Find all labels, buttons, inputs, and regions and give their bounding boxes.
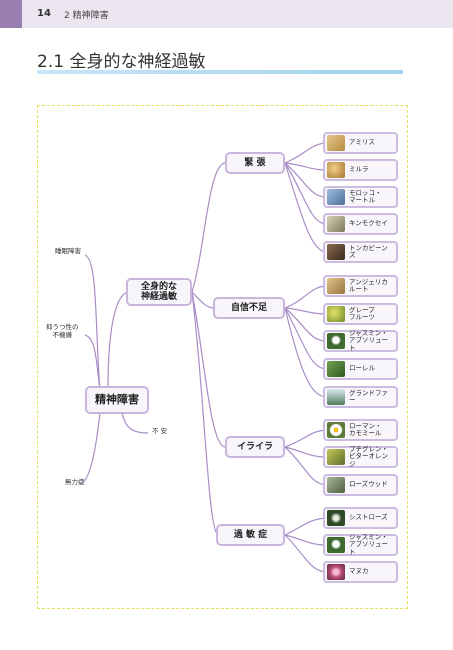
leaf-laurel: ローレル [323, 358, 398, 380]
angelica-root-photo [327, 278, 345, 294]
hub-node: 全身的な 神経過敏 [126, 278, 192, 306]
section-title: 2.1 全身的な神経過敏 [37, 52, 206, 72]
leaf-cistus: シストローズ [323, 507, 398, 529]
roman-chamomile-photo [327, 422, 345, 438]
leaf-grapefruit: グレープ フルーツ [323, 303, 398, 325]
tonka-beans-photo [327, 244, 345, 260]
manuka-photo [327, 564, 345, 580]
jasmine-photo [327, 333, 345, 349]
grand-fir-photo [327, 389, 345, 405]
leaf-moroccan-myrtle: モロッコ・ マートル [323, 186, 398, 208]
leaf-manuka: マヌカ [323, 561, 398, 583]
leaf-myrrh: ミルラ [323, 159, 398, 181]
leaf-amyris: アミリス [323, 132, 398, 154]
leaf-angelica-root: アンジェリカ ルート [323, 275, 398, 297]
leaf-petitgrain: プチグレン・ ビターオレンジ [323, 445, 398, 468]
side-item-sleep-disorder: 睡眠障害 [55, 247, 81, 255]
rosewood-photo [327, 477, 345, 493]
header-tab-marker [0, 0, 22, 28]
leaf-jasmine-absolute: ジャスミン・ アブソリュート [323, 329, 398, 352]
grapefruit-photo [327, 306, 345, 322]
page-header [0, 0, 453, 28]
branch-irritability: イライラ [225, 436, 285, 458]
side-item-asthenia: 無力症 [65, 478, 85, 486]
branch-hypersensitivity: 過 敏 症 [216, 524, 285, 546]
root-node: 精神障害 [85, 386, 149, 414]
branch-lack-of-confidence: 自信不足 [213, 297, 285, 319]
leaf-grand-fir: グランドファー [323, 386, 398, 408]
side-item-anxiety: 不 安 [152, 427, 168, 435]
chapter-heading: 2 精神障害 [64, 11, 109, 21]
cistus-photo [327, 510, 345, 526]
myrtle-photo [327, 189, 345, 205]
leaf-roman-chamomile: ローマン・ カモミール [323, 419, 398, 441]
side-item-depressive-mood: 抑うつ性の 不機嫌 [46, 323, 79, 339]
osmanthus-photo [327, 216, 345, 232]
leaf-rosewood: ローズウッド [323, 474, 398, 496]
leaf-osmanthus: キンモクセイ [323, 213, 398, 235]
myrrh-photo [327, 162, 345, 178]
jasmine-photo [327, 537, 345, 553]
leaf-jasmine-absolute-2: ジャスミン・ アブソリュート [323, 533, 398, 556]
branch-tension: 緊 張 [225, 152, 285, 174]
laurel-photo [327, 361, 345, 377]
leaf-tonka-beans: トンカビーンズ [323, 241, 398, 263]
mindmap-frame [37, 105, 408, 609]
petitgrain-photo [327, 449, 345, 465]
amyris-photo [327, 135, 345, 151]
page-number: 14 [37, 8, 51, 19]
title-underline [37, 70, 403, 74]
